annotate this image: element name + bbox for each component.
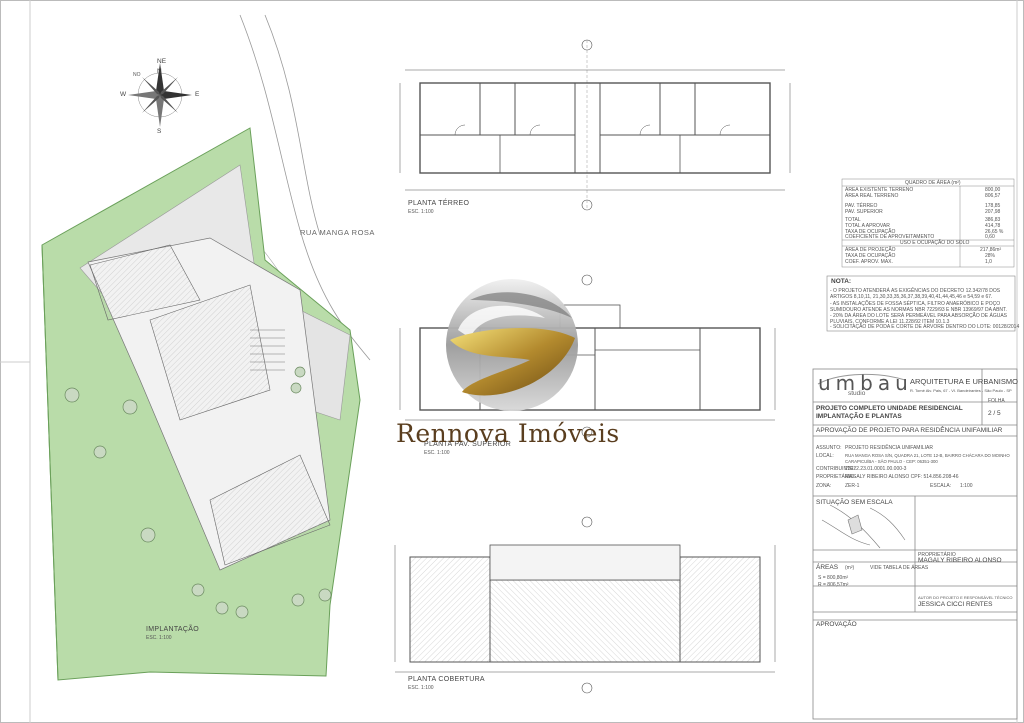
use-row-value: 1,0 [985, 259, 992, 265]
area-row-label: TOTAL A APROVAR [845, 223, 890, 229]
area-row-value: 806,57 [985, 193, 1001, 199]
ground-floor-plan [399, 39, 791, 211]
scale-value: 1:100 [960, 483, 973, 489]
roof-scale: ESC. 1:100 [408, 685, 434, 691]
situation-map [821, 504, 906, 549]
firm-address: R. Tomé Alv. Pais, 67 - VI. Bandeirantes… [910, 388, 1012, 393]
area-row-label: ÁREA EXISTENTE TERRENO [845, 187, 914, 193]
note-item: - SOLICITAÇÃO DE PODA E CORTE DE ÁRVORE … [830, 324, 1020, 330]
ground-floor-title: PLANTA TÉRREO [408, 200, 470, 207]
use-row-label: COEF. APROV. MAX. [845, 259, 893, 265]
field-value: MAGALY RIBEIRO ALONSO CPF: 514.856.208-4… [845, 474, 959, 480]
site-plan [41, 14, 371, 681]
approval-title: APROVAÇÃO DE PROJETO PARA RESIDÊNCIA UNI… [816, 427, 1003, 434]
compass-ne: NE [157, 58, 167, 65]
use-table-title: USO E OCUPAÇÃO DO SOLO [900, 240, 970, 246]
area-table-title: QUADRO DE ÁREA (m²) [905, 180, 961, 186]
roof-title: PLANTA COBERTURA [408, 676, 485, 683]
field-label: CONTRIBUINTE: [816, 466, 855, 472]
field-value: CARAPICUÍBA - SÃO PAULO - CEP: 06351-300 [845, 459, 938, 464]
use-row-value: 28% [985, 253, 996, 259]
note-item: - AS INSTALAÇÕES DE FOSSA SÉPTICA, FILTR… [830, 301, 1007, 313]
title-block-frame [812, 368, 1018, 720]
field-label: ASSUNTO: [816, 445, 842, 451]
compass-s: S [157, 128, 162, 135]
tech-label: AUTOR DO PROJETO E RESPONSÁVEL TÉCNICO [918, 595, 1013, 600]
site-plan-title: IMPLANTAÇÃO [146, 626, 199, 633]
street-label: RUA MANGA ROSA [300, 228, 375, 237]
field-value: RUA MANGA ROSA S/N, QUADRA 21, LOTE 12-B… [845, 453, 1010, 458]
area-row-label: PAV. TÉRREO [845, 203, 878, 209]
compass-rose-icon [128, 63, 192, 127]
sheet-label: FOLHA [988, 398, 1005, 404]
areas-note: VIDE TABELA DE ÁREAS [870, 565, 929, 571]
field-value: 23022.23.01.0001.00.000-3 [845, 466, 907, 472]
approval-stamp-label: APROVAÇÃO [816, 621, 857, 628]
notes-title: NOTA: [831, 278, 852, 285]
area-row-label: TOTAL [845, 217, 861, 223]
roof-plan [394, 516, 776, 694]
area-row-value: 800,00 [985, 187, 1001, 193]
area-row-label: PAV. SUPERIOR [845, 209, 883, 215]
area-table [841, 178, 1015, 268]
use-row-label: ÁREA DE PROJEÇÃO [845, 247, 896, 253]
firm-name: ARQUITETURA E URBANISMO [910, 377, 1018, 386]
field-label: ZONA: [816, 483, 832, 489]
scale-label: ESCALA: [930, 483, 952, 489]
compass-no: NO [133, 72, 141, 78]
project-title-2: IMPLANTAÇÃO E PLANTAS [816, 413, 902, 420]
area-row-value: 0,60 [985, 234, 995, 240]
firm-logo-swoosh [817, 373, 906, 385]
area-row-label: ÁREA REAL TERRENO [845, 193, 899, 199]
use-row-label: TAXA DE OCUPAÇÃO [845, 253, 896, 259]
tech-name: JESSICA CICCI RENTES [918, 601, 993, 608]
areas-unit: (m²) [845, 565, 855, 571]
area-row-label: TAXA DE OCUPAÇÃO [845, 229, 896, 235]
compass-w: W [120, 91, 127, 98]
area-row-value: 178,85 [985, 203, 1001, 209]
area-row-label: COEFICIENTE DE APROVEITAMENTO [845, 234, 935, 240]
note-item: - O PROJETO ATENDERÁ AS EXIGÊNCIAS DO DE… [830, 288, 1001, 300]
area-row-value: 386,83 [985, 217, 1001, 223]
owner-label: PROPRIETÁRIO [918, 552, 956, 558]
field-label: LOCAL: [816, 453, 834, 459]
upper-floor-title: PLANTA PAV. SUPERIOR [424, 441, 512, 448]
area-row-value: 26,65 % [985, 229, 1004, 235]
watermark-logo [446, 279, 578, 411]
firm-logo-sub: studio [848, 390, 866, 397]
watermark-text: Rennova Imóveis [396, 419, 620, 448]
sheet-number: 2 / 5 [988, 410, 1001, 417]
compass-n: N [157, 68, 162, 75]
ground-floor-scale: ESC. 1:100 [408, 209, 434, 215]
areas-label: ÁREAS [816, 564, 839, 571]
use-row-value: 217,86m² [980, 247, 1002, 253]
situation-title: SITUAÇÃO SEM ESCALA [816, 499, 893, 506]
owner-name: MAGALY RIBEIRO ALONSO [918, 557, 1002, 564]
compass-e: E [195, 91, 200, 98]
area-row-value: 414,78 [985, 223, 1001, 229]
field-value: ZER-1 [845, 483, 860, 489]
upper-floor-plan [399, 274, 776, 438]
firm-logo: umbau [818, 371, 913, 395]
site-plan-scale: ESC. 1:100 [146, 635, 172, 641]
field-label: PROPRIETÁRIO: [816, 474, 856, 480]
project-title-1: PROJETO COMPLETO UNIDADE RESIDENCIAL [816, 405, 963, 412]
area-row-value: 207,98 [985, 209, 1001, 215]
area-r: R = 806,57m² [818, 582, 849, 588]
area-s: S = 800,80m² [818, 575, 849, 581]
upper-floor-scale: ESC. 1:100 [424, 450, 450, 456]
note-item: - 20% DA ÁREA DO LOTE SERÁ PERMEÁVEL PAR… [830, 313, 1008, 325]
field-value: PROJETO RESIDÊNCIA UNIFAMILIAR [845, 445, 933, 451]
